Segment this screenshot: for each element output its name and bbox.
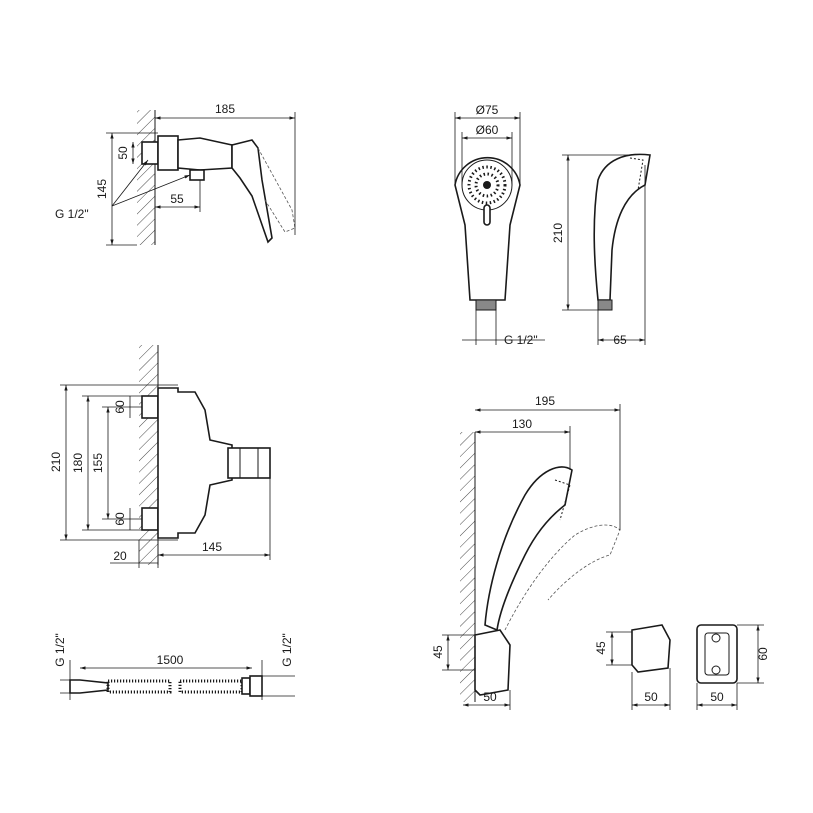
outlet (227, 447, 271, 479)
dim-face-diameter: Ø60 (476, 123, 499, 137)
shower-head-outline (454, 156, 521, 301)
thread-label: G 1/2" (55, 207, 89, 221)
holder-front-outline (696, 624, 738, 684)
dim-height: 45 (594, 641, 608, 655)
thread-left-label: G 1/2" (53, 633, 67, 667)
dim-outer-diameter: Ø75 (476, 103, 499, 117)
shower-in-holder (484, 466, 573, 632)
hand-shower-front-view: Ø75 Ø60 G 1/2" (454, 103, 545, 347)
wall-hatch (137, 110, 155, 245)
thread-label: G 1/2" (504, 333, 538, 347)
shower-side-outline (593, 153, 651, 301)
dim-length: 210 (551, 223, 565, 243)
dim-outer-spacing: 180 (71, 453, 85, 473)
hose-right-segment (178, 679, 244, 694)
dim-width: 50 (710, 690, 724, 704)
mixer-front-view: 210 180 155 60 60 20 145 (49, 345, 271, 568)
mixer-body (157, 387, 233, 539)
holder-side-outline (631, 624, 671, 673)
dim-length: 1500 (157, 653, 184, 667)
dim-height: 60 (756, 647, 770, 661)
dim-bottom-inlet: 60 (113, 512, 127, 526)
dim-width: 185 (215, 102, 235, 116)
hand-shower-side-view: 210 65 (551, 153, 651, 347)
dim-wall-offset: 20 (113, 549, 127, 563)
hose-cone-nut (69, 679, 109, 694)
installed-shower-view: 195 130 45 50 (431, 394, 621, 710)
dim-inner-spacing: 155 (91, 453, 105, 473)
dim-top-inlet: 60 (113, 400, 127, 414)
dim-head-reach: 130 (512, 417, 532, 431)
dim-inlet-height: 50 (116, 146, 130, 160)
thread-right-label: G 1/2" (280, 633, 294, 667)
holder-front-view: 60 50 (696, 624, 770, 710)
wall-holder (474, 629, 511, 696)
shower-tilted-position (504, 524, 621, 631)
dim-overall-height: 210 (49, 452, 63, 472)
dim-height: 145 (95, 179, 109, 199)
hose-view: 1500 G 1/2" G 1/2" (53, 633, 295, 700)
hose-left-segment (106, 679, 172, 694)
wall-hatch (139, 345, 158, 565)
lever (231, 139, 273, 244)
mixer-body (177, 137, 233, 171)
dim-offset: 55 (170, 192, 184, 206)
holder-side-view: 45 50 (594, 624, 671, 710)
dim-holder-depth: 50 (483, 690, 497, 704)
dim-depth: 145 (202, 540, 222, 554)
inlet-thread (141, 141, 159, 165)
dim-holder-height: 45 (431, 645, 445, 659)
mixer-side-view: 185 50 145 55 G 1/2" (55, 102, 296, 246)
hose-hex-nut (249, 675, 263, 697)
dim-reach: 195 (535, 394, 555, 408)
dim-depth: 50 (644, 690, 658, 704)
dim-depth: 65 (613, 333, 627, 347)
